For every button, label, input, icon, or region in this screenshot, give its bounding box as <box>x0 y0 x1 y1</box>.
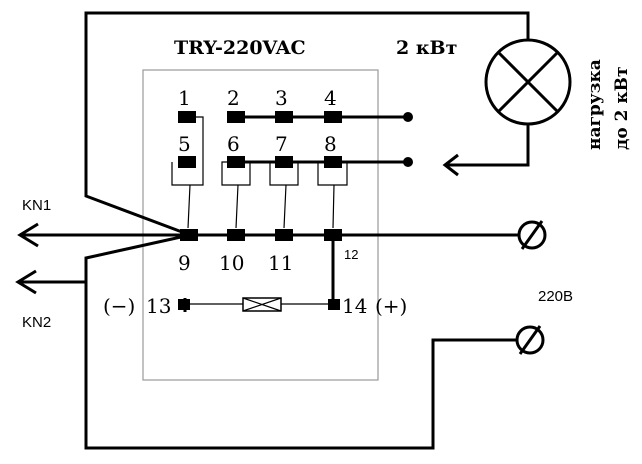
load-label-line2: до 2 кВт <box>612 66 632 150</box>
pin-13 <box>178 299 190 310</box>
pin-9 <box>180 229 198 241</box>
lever-11 <box>283 184 287 229</box>
pin-label-3: 3 <box>275 86 288 110</box>
pin-label-9: 9 <box>178 251 191 275</box>
bus-middle-terminal <box>403 157 413 167</box>
kn2-arrow <box>15 269 37 295</box>
wire-bottom-loop <box>84 233 520 450</box>
pin-5 <box>178 156 196 168</box>
pin-11 <box>275 229 293 241</box>
contact-3-7 <box>269 161 299 186</box>
wire-top-loop <box>84 11 530 237</box>
supply-label: 220В <box>538 288 573 305</box>
supply-terminal-top <box>517 220 547 250</box>
pin-12 <box>324 229 342 241</box>
polarity-plus: (+) <box>375 294 407 318</box>
pin-label-12: 12 <box>344 247 358 262</box>
relay-housing <box>142 69 379 381</box>
pin-1 <box>178 111 196 123</box>
pin-8 <box>324 156 342 168</box>
pin-label-4: 4 <box>324 86 337 110</box>
pin-label-14: 14 <box>342 294 367 318</box>
relay-model-label: TRY-220VAC <box>174 37 306 59</box>
pin-6 <box>227 156 245 168</box>
wire-lamp-return <box>445 124 530 167</box>
lamp-icon <box>484 38 572 126</box>
pin-14 <box>328 299 340 310</box>
load-label-line1: нагрузка <box>585 59 605 150</box>
power-label: 2 кВт <box>396 37 457 59</box>
lever-9 <box>187 184 191 229</box>
pin-4 <box>324 111 342 123</box>
pin-label-5: 5 <box>178 132 191 156</box>
coil-cross <box>242 297 282 312</box>
supply-terminal-bottom <box>515 325 545 355</box>
contact-2-6 <box>221 161 251 186</box>
kn1-label: KN1 <box>22 197 51 214</box>
kn2-label: KN2 <box>22 314 51 331</box>
lever-10 <box>235 184 239 229</box>
pin-7 <box>275 156 293 168</box>
contact-4-8 <box>317 161 348 186</box>
polarity-minus: (−) <box>103 294 135 318</box>
lever-12 <box>332 184 335 229</box>
pin-label-2: 2 <box>227 86 240 110</box>
pin-10 <box>227 229 245 241</box>
pin-label-6: 6 <box>227 132 240 156</box>
pin-3 <box>275 111 293 123</box>
pin-2 <box>227 111 245 123</box>
pin-label-11: 11 <box>268 251 293 275</box>
contact-1-5 <box>171 116 204 186</box>
pin-label-13: 13 <box>146 294 171 318</box>
lamp-return-arrow <box>442 153 459 177</box>
kn1-arrow <box>17 222 39 248</box>
pin-label-8: 8 <box>324 132 337 156</box>
pin-label-10: 10 <box>219 251 244 275</box>
pin-label-1: 1 <box>178 86 191 110</box>
pin-label-7: 7 <box>275 132 288 156</box>
bus-top-terminal <box>403 112 413 122</box>
